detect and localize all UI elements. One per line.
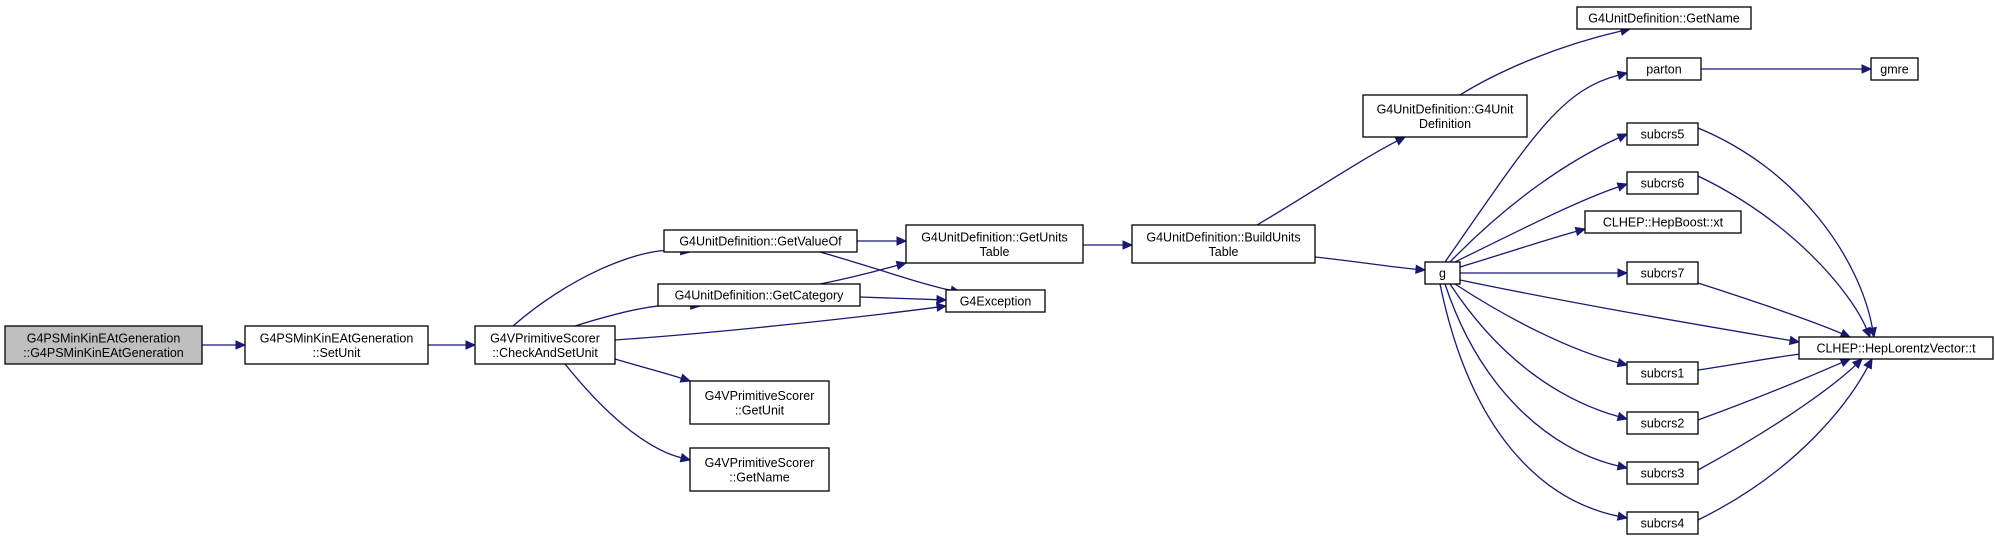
edge-root-to-setunit: [202, 340, 247, 350]
edge-buildunitstable-to-g: [1314, 256, 1427, 275]
node-label: ::GetUnit: [735, 403, 785, 417]
node-g4exception[interactable]: G4Exception: [945, 289, 1046, 313]
node-label: parton: [1646, 63, 1681, 77]
node-subcrs5[interactable]: subcrs5: [1626, 122, 1699, 146]
node-subcrs3[interactable]: subcrs3: [1626, 461, 1699, 485]
edge-subcrs4-to-heplorentzvector-t: [1697, 357, 1873, 521]
edge-g-to-subcrs2: [1449, 283, 1629, 422]
node-parton[interactable]: parton: [1626, 57, 1702, 81]
edge-g-to-subcrs6: [1454, 182, 1629, 263]
node-root: G4PSMinKinEAtGeneration::G4PSMinKinEAtGe…: [4, 325, 203, 365]
edge-subcrs2-to-heplorentzvector-t: [1697, 358, 1852, 421]
node-label: CLHEP::HepBoost::xt: [1603, 216, 1724, 230]
node-label: Table: [1209, 245, 1239, 259]
edge-parton-to-gmre: [1701, 64, 1873, 74]
edge-g-to-hepboost-xt: [1459, 226, 1587, 268]
node-subcrs6[interactable]: subcrs6: [1626, 171, 1699, 195]
node-label: gmre: [1880, 63, 1909, 77]
node-label: ::G4PSMinKinEAtGeneration: [23, 346, 184, 360]
edge-g-to-heplorentzvector-t: [1459, 279, 1801, 346]
node-label: Table: [980, 245, 1010, 259]
node-gmre[interactable]: gmre: [1870, 57, 1919, 81]
node-getname-unit[interactable]: G4UnitDefinition::GetName: [1576, 6, 1752, 30]
node-setunit[interactable]: G4PSMinKinEAtGeneration::SetUnit: [244, 325, 429, 365]
node-label: CLHEP::HepLorentzVector::t: [1816, 342, 1976, 356]
edge-buildunitstable-to-g4unitdefinition-ctor: [1256, 136, 1407, 226]
edge-getvalueof-to-getunitstable: [857, 236, 908, 246]
node-getvalueof[interactable]: G4UnitDefinition::GetValueOf: [663, 229, 858, 253]
node-label: G4UnitDefinition::GetName: [1588, 12, 1740, 26]
node-hepboost-xt[interactable]: CLHEP::HepBoost::xt: [1584, 210, 1742, 234]
node-label: G4VPrimitiveScorer: [705, 389, 815, 403]
node-checkandsetunit[interactable]: G4VPrimitiveScorer::CheckAndSetUnit: [474, 325, 616, 365]
node-heplorentzvector-t[interactable]: CLHEP::HepLorentzVector::t: [1798, 336, 1994, 360]
node-subcrs4[interactable]: subcrs4: [1626, 511, 1699, 535]
node-label: G4Exception: [960, 295, 1032, 309]
edge-g-to-subcrs1: [1454, 283, 1629, 368]
node-subcrs7[interactable]: subcrs7: [1626, 261, 1699, 285]
edge-subcrs6-to-heplorentzvector-t: [1697, 175, 1871, 339]
node-label: subcrs1: [1641, 367, 1685, 381]
node-label: g: [1439, 267, 1446, 281]
node-label: G4UnitDefinition::G4Unit: [1377, 102, 1514, 116]
node-g[interactable]: g: [1424, 261, 1461, 285]
node-label: G4PSMinKinEAtGeneration: [27, 331, 181, 345]
node-getname-scorer[interactable]: G4VPrimitiveScorer::GetName: [689, 447, 830, 492]
node-label: G4VPrimitiveScorer: [705, 456, 815, 470]
node-label: G4PSMinKinEAtGeneration: [260, 331, 414, 345]
node-label: G4UnitDefinition::GetCategory: [675, 289, 845, 303]
node-g4unitdefinition-ctor[interactable]: G4UnitDefinition::G4UnitDefinition: [1362, 94, 1528, 138]
edge-g4unitdefinition-ctor-to-getname-unit: [1459, 26, 1632, 96]
nodes-layer: G4PSMinKinEAtGeneration::G4PSMinKinEAtGe…: [4, 6, 1994, 535]
node-label: subcrs5: [1641, 128, 1685, 142]
node-label: subcrs6: [1641, 177, 1685, 191]
edge-checkandsetunit-to-g4exception: [614, 302, 948, 341]
node-label: G4VPrimitiveScorer: [490, 331, 600, 345]
node-getcategory[interactable]: G4UnitDefinition::GetCategory: [657, 283, 861, 307]
node-label: ::SetUnit: [313, 346, 361, 360]
edge-getcategory-to-getunitstable: [819, 260, 908, 285]
edge-checkandsetunit-to-getname-scorer: [564, 363, 692, 463]
node-label: G4UnitDefinition::BuildUnits: [1146, 230, 1300, 244]
node-getunit[interactable]: G4VPrimitiveScorer::GetUnit: [689, 380, 830, 425]
edge-getunitstable-to-buildunitstable: [1083, 240, 1134, 250]
node-label: subcrs4: [1641, 517, 1685, 531]
edge-checkandsetunit-to-getunit: [614, 358, 692, 383]
node-label: ::GetName: [729, 470, 789, 484]
edge-g-to-subcrs5: [1449, 133, 1629, 263]
edge-g-to-parton: [1444, 70, 1629, 263]
edge-g-to-subcrs4: [1439, 283, 1629, 521]
node-subcrs2[interactable]: subcrs2: [1626, 411, 1699, 435]
node-label: G4UnitDefinition::GetUnits: [921, 230, 1068, 244]
node-label: G4UnitDefinition::GetValueOf: [679, 235, 842, 249]
edges-layer: [202, 26, 1877, 521]
node-label: Definition: [1419, 117, 1471, 131]
node-subcrs1[interactable]: subcrs1: [1626, 361, 1699, 385]
node-label: subcrs2: [1641, 417, 1685, 431]
edge-subcrs3-to-heplorentzvector-t: [1697, 358, 1863, 471]
edge-g-to-subcrs7: [1460, 268, 1629, 278]
edge-subcrs1-to-heplorentzvector-t: [1697, 349, 1812, 371]
edge-getcategory-to-g4exception: [859, 294, 948, 305]
edge-setunit-to-checkandsetunit: [428, 340, 477, 350]
edge-g-to-subcrs3: [1444, 283, 1629, 471]
node-label: subcrs7: [1641, 267, 1685, 281]
node-label: ::CheckAndSetUnit: [492, 346, 598, 360]
node-label: subcrs3: [1641, 467, 1685, 481]
